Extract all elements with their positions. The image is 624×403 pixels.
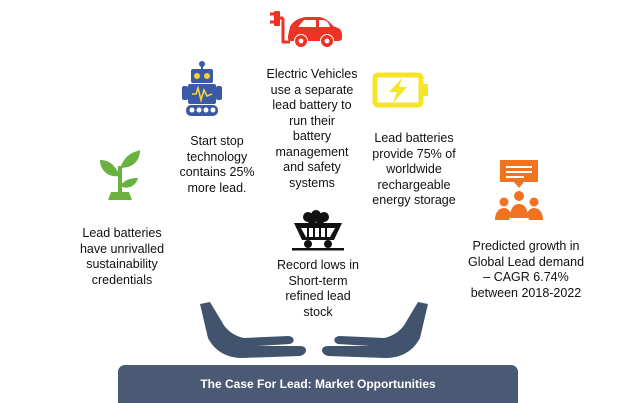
ev-text: Electric Vehicles use a separate lead ba…	[266, 67, 358, 190]
page-title: The Case For Lead: Market Opportunities	[200, 377, 436, 391]
growth-text: Predicted growth in Global Lead demand –…	[467, 239, 585, 300]
robot-icon	[182, 61, 222, 116]
electric-car-icon	[270, 11, 342, 47]
sustainability-text: Lead batteries have unrivalled sustainab…	[79, 226, 165, 287]
title-banner: The Case For Lead: Market Opportunities	[118, 365, 518, 403]
open-hands-icon	[200, 302, 428, 358]
stock-text: Record lows in Short-term refined lead s…	[277, 258, 359, 319]
group-discussion-icon	[495, 160, 543, 220]
start-stop-text: Start stop technology contains 25% more …	[179, 134, 255, 195]
mine-cart-icon	[292, 210, 344, 251]
plant-icon	[100, 150, 140, 200]
battery-text: Lead batteries provide 75% of worldwide …	[372, 131, 456, 207]
battery-charging-icon	[372, 72, 428, 108]
